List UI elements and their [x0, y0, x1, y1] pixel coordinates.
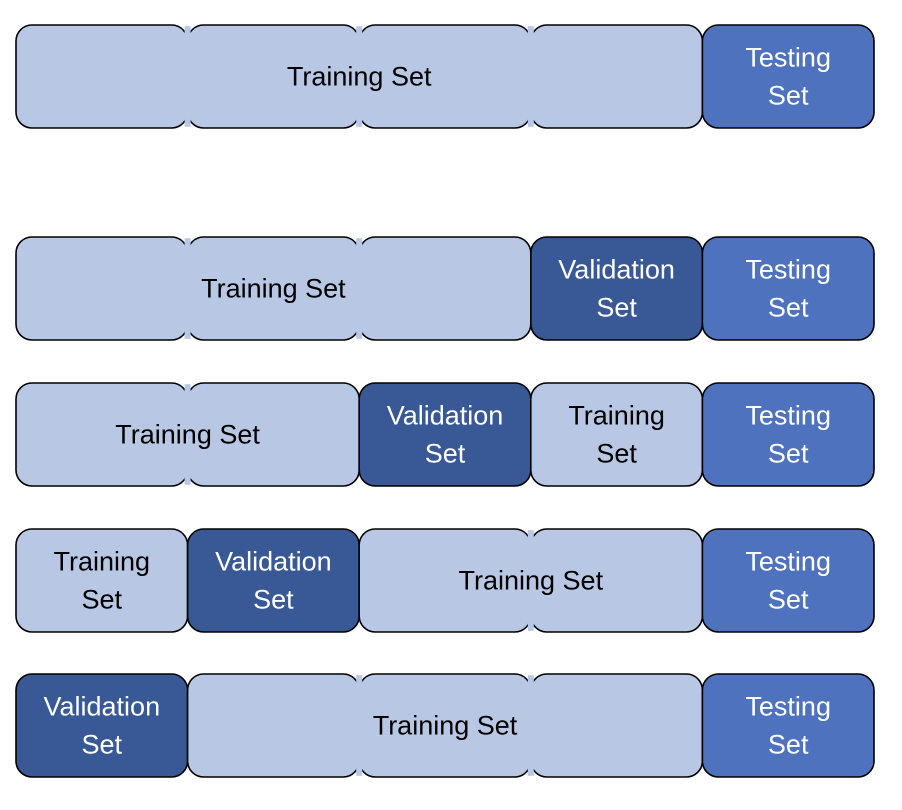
- training-set-label: Set: [596, 439, 637, 469]
- testing-set-label: Set: [768, 730, 809, 760]
- seam-cover: [356, 26, 363, 127]
- testing-set-label: Set: [768, 585, 809, 615]
- seam-cover: [527, 675, 534, 776]
- seam-cover: [184, 238, 191, 339]
- training-set-label: Training Set: [201, 274, 346, 304]
- testing-block: [701, 528, 875, 633]
- training-set-segment: Training Set: [186, 673, 704, 778]
- seam-cover: [356, 238, 363, 339]
- validation-set-label: Set: [82, 730, 123, 760]
- testing-block: [701, 24, 875, 129]
- training-set-label: Training: [568, 401, 665, 431]
- training-block: [530, 24, 704, 129]
- seam-cover: [527, 26, 534, 127]
- training-block: [15, 528, 189, 633]
- validation-set-label: Validation: [387, 401, 504, 431]
- validation-set-label: Set: [596, 293, 637, 323]
- training-set-label: Set: [82, 585, 123, 615]
- training-set-label: Training: [54, 547, 151, 577]
- testing-set-label: Set: [768, 293, 809, 323]
- training-set-segment: Training Set: [15, 236, 532, 341]
- testing-set-label: Testing: [745, 43, 831, 73]
- training-set-segment: Training Set: [15, 24, 704, 129]
- validation-set-label: Validation: [215, 547, 332, 577]
- validation-block: [186, 528, 360, 633]
- training-block: [530, 382, 704, 487]
- validation-set-label: Validation: [558, 255, 675, 285]
- training-block: [186, 673, 360, 778]
- validation-set-label: Validation: [44, 692, 161, 722]
- training-block: [358, 236, 532, 341]
- testing-block: [701, 382, 875, 487]
- validation-block: [358, 382, 532, 487]
- training-set-label: Training Set: [459, 566, 604, 596]
- seam-cover: [527, 530, 534, 631]
- fold-row-3: Training SetValidationSetTrainingSetTest…: [15, 382, 875, 487]
- seam-cover: [184, 384, 191, 485]
- validation-set-label: Set: [425, 439, 466, 469]
- training-block: [15, 24, 189, 129]
- validation-set-label: Set: [253, 585, 294, 615]
- training-set-segment: Training Set: [15, 382, 360, 487]
- training-set-label: Training Set: [373, 711, 518, 741]
- validation-block: [15, 673, 189, 778]
- seam-cover: [356, 675, 363, 776]
- validation-block: [530, 236, 704, 341]
- testing-set-label: Set: [768, 439, 809, 469]
- testing-block: [701, 673, 875, 778]
- training-block: [15, 236, 189, 341]
- testing-set-label: Testing: [745, 692, 831, 722]
- testing-block: [701, 236, 875, 341]
- training-set-label: Training Set: [287, 62, 432, 92]
- training-set-segment: Training Set: [358, 528, 704, 633]
- testing-set-label: Testing: [745, 401, 831, 431]
- testing-set-label: Testing: [745, 255, 831, 285]
- training-set-label: Training Set: [115, 420, 260, 450]
- testing-set-label: Testing: [745, 547, 831, 577]
- training-block: [530, 673, 704, 778]
- seam-cover: [184, 26, 191, 127]
- testing-set-label: Set: [768, 81, 809, 111]
